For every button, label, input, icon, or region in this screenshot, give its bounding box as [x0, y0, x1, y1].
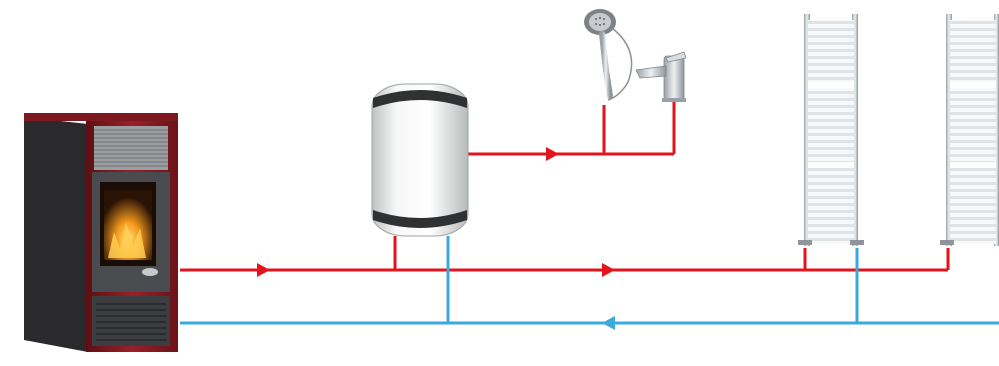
towel-radiator-icon	[798, 14, 864, 246]
return-pipes	[180, 236, 999, 323]
water-tank-icon	[372, 84, 468, 236]
flow-arrow-right-icon	[546, 147, 559, 161]
flow-arrow-right-icon	[257, 263, 270, 277]
flow-arrow-left-icon	[602, 316, 615, 330]
towel-radiator-icon	[940, 14, 999, 246]
pellet-stove-icon	[24, 113, 178, 352]
flow-arrow-right-icon	[602, 263, 615, 277]
faucet-icon	[636, 52, 686, 102]
shower-head-icon	[584, 9, 632, 100]
